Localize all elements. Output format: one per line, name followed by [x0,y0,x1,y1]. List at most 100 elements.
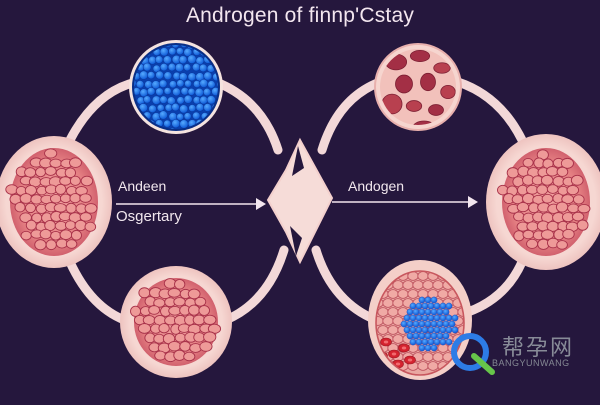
blue-cell [421,326,429,334]
tissue-cell [556,166,569,177]
tissue-cell [167,340,182,352]
play-arrow-icon [256,198,266,210]
blue-cell [174,128,184,129]
tissue-cell [377,325,389,335]
tissue-cell [39,228,52,240]
tissue-cell [194,296,207,307]
blue-cell [155,87,164,97]
blue-cell [139,45,148,49]
tissue-cell [173,297,186,307]
blue-cell [215,127,218,129]
tissue-cell [25,219,37,231]
blue-cell [171,119,181,129]
blue-cell [198,63,208,73]
blue-cell [188,104,197,113]
blue-cell [412,320,420,328]
ring-arc-left-topright [211,77,283,155]
tissue-blob [405,100,423,112]
tissue-cell [5,184,19,195]
tissue-cell [556,240,568,250]
connector-rings [65,77,527,327]
tissue-top-right [374,43,462,131]
tissue-cell [377,307,389,317]
tissue-cell [198,305,210,316]
blue-cell [442,332,450,340]
tissue-cell [174,279,186,290]
red-blood-cell-center [383,340,389,344]
arrow-right [332,196,478,208]
blue-cell [430,332,438,340]
tissue-cell [397,289,409,299]
tissue-cell [79,193,92,203]
tissue-blob [395,74,413,94]
tissue-cell [65,239,78,249]
blue-cell [155,70,164,80]
tissue-cell [417,271,429,281]
blue-cell [451,326,459,334]
tissue-cell [572,194,585,205]
blue-cell [195,103,205,112]
tissue-cell [562,228,575,240]
blue-cell [409,326,417,334]
tissue-left [0,136,112,268]
blue-cell-cluster [129,40,228,134]
tissue-cell [570,174,584,186]
blue-cell [171,102,180,112]
tissue-cell [513,211,525,222]
blue-cell [400,320,408,328]
blue-cell [424,332,432,340]
tissue-cell [387,307,399,317]
blue-cell [183,112,192,121]
blue-cell [427,338,435,346]
blue-cell [451,314,459,322]
blue-cell [139,70,149,80]
tissue-cell [69,157,82,168]
blue-cell [206,95,216,105]
center-chevron-shape [266,137,334,265]
tissue-bottom-right [368,260,472,380]
blue-cell [159,62,169,72]
blue-cell [442,320,450,328]
blue-cell [180,86,190,96]
tissue-cell [173,349,186,361]
red-blood-cell-center [391,352,397,356]
blue-cell [430,308,438,316]
blue-cell [409,314,417,322]
tissue-cell [25,202,36,214]
tissue-cell [34,239,47,251]
watermark-cn-text: 帮孕网 [502,336,575,361]
tissue-cell [49,194,62,204]
tissue-cell [158,323,170,334]
blue-cell [412,332,420,340]
blue-cell [409,338,417,346]
blue-cell [418,344,426,352]
tissue-cell [402,280,414,290]
tissue-cell [526,184,539,195]
blue-cell [216,79,218,89]
tissue-cell [19,193,33,204]
ring-arc-left-top [65,77,141,145]
blue-cell [430,296,438,304]
tissue-right [486,134,600,270]
ring-arc-left-bottomright [221,245,289,325]
blue-cell [221,104,228,111]
tissue-cell [526,238,539,249]
ring-arc-right-top [317,77,385,155]
blue-cell [421,314,429,322]
ring-arc-right-topright [453,77,527,145]
blue-cell [427,326,435,334]
blue-cell [418,320,426,328]
tissue-cell [422,352,434,362]
tissue-cell [546,184,559,194]
blue-cell [203,103,212,112]
blue-cell [219,56,227,64]
tissue-cell [187,288,201,300]
tissue-cell [199,341,213,352]
blue-cell [427,314,435,322]
diagram-title: Androgen of finnp'Cstay [185,4,415,27]
blue-cell [187,72,197,82]
tissue-cell [432,280,444,290]
blue-cell [448,320,456,328]
